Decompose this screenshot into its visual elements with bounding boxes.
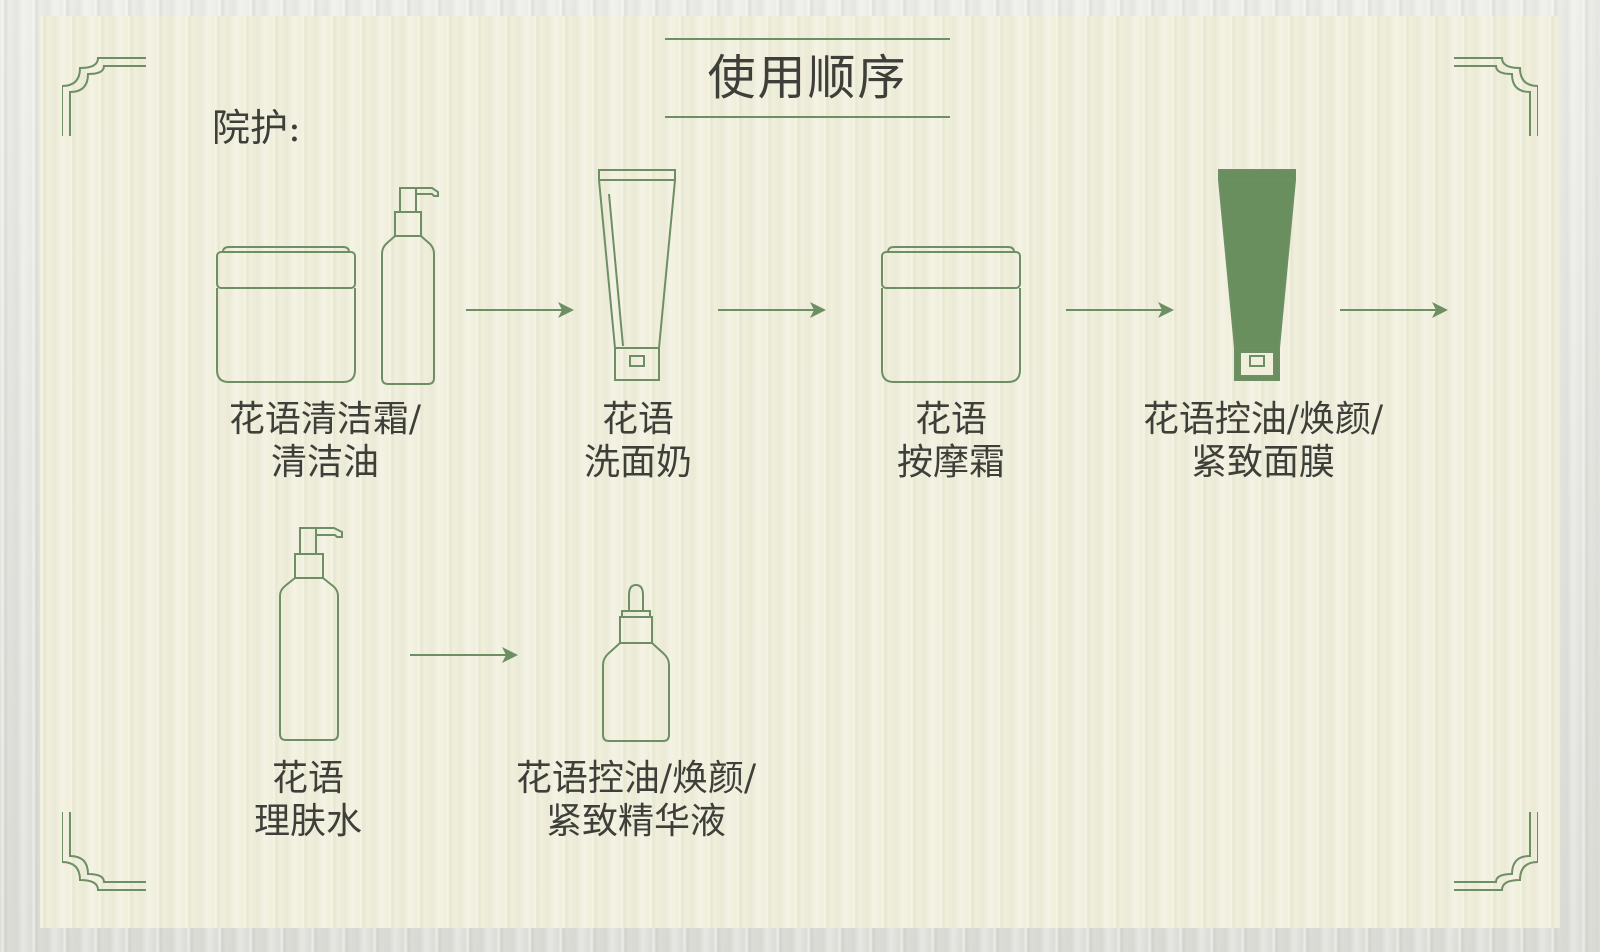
title-block: 使用顺序 [665, 38, 950, 118]
corner-ornament-top-right-icon [1454, 57, 1538, 136]
product-type-line: 紧致精华液 [545, 801, 726, 842]
section-label: 院护: [212, 106, 301, 150]
product-name-line: 花语 [914, 399, 987, 440]
product-name-line: 花语清洁霜/ [228, 399, 422, 440]
arrow-right-icon [410, 647, 518, 663]
corner-ornament-bottom-left-icon [62, 812, 146, 891]
jar-icon [216, 246, 356, 383]
corner-ornament-bottom-right-icon [1454, 812, 1538, 891]
tube-icon [598, 169, 676, 381]
product-type-line: 清洁油 [270, 442, 379, 483]
product-label-cleanser: 花语清洁霜/ 清洁油 [205, 398, 445, 484]
dropper-bottle-icon [602, 583, 670, 742]
jar-icon [881, 246, 1021, 383]
page-title: 使用顺序 [707, 50, 908, 106]
title-bottom-rule [665, 116, 950, 118]
title-top-rule [665, 38, 950, 40]
product-type-line: 紧致面膜 [1190, 442, 1335, 483]
product-name-line: 花语 [271, 758, 344, 799]
instruction-card [40, 16, 1560, 928]
pump-bottle-icon [381, 187, 439, 385]
corner-ornament-top-left-icon [62, 57, 146, 136]
product-name-line: 花语控油/焕颜/ [515, 758, 757, 799]
arrow-right-icon [1340, 302, 1448, 318]
product-label-facial-wash: 花语 洗面奶 [540, 398, 736, 484]
arrow-right-icon [466, 302, 574, 318]
product-label-serum: 花语控油/焕颜/ 紧致精华液 [478, 757, 794, 843]
product-label-mask: 花语控油/焕颜/ 紧致面膜 [1105, 398, 1421, 484]
product-type-line: 洗面奶 [583, 442, 692, 483]
arrow-right-icon [1066, 302, 1174, 318]
filled-tube-icon [1217, 169, 1297, 381]
product-name-line: 花语控油/焕颜/ [1142, 399, 1384, 440]
product-label-massage-cream: 花语 按摩霜 [853, 398, 1049, 484]
product-label-toner: 花语 理肤水 [210, 757, 406, 843]
product-type-line: 按摩霜 [896, 442, 1005, 483]
product-type-line: 理肤水 [253, 801, 362, 842]
product-name-line: 花语 [601, 399, 674, 440]
pump-bottle-icon [279, 527, 343, 741]
arrow-right-icon [718, 302, 826, 318]
